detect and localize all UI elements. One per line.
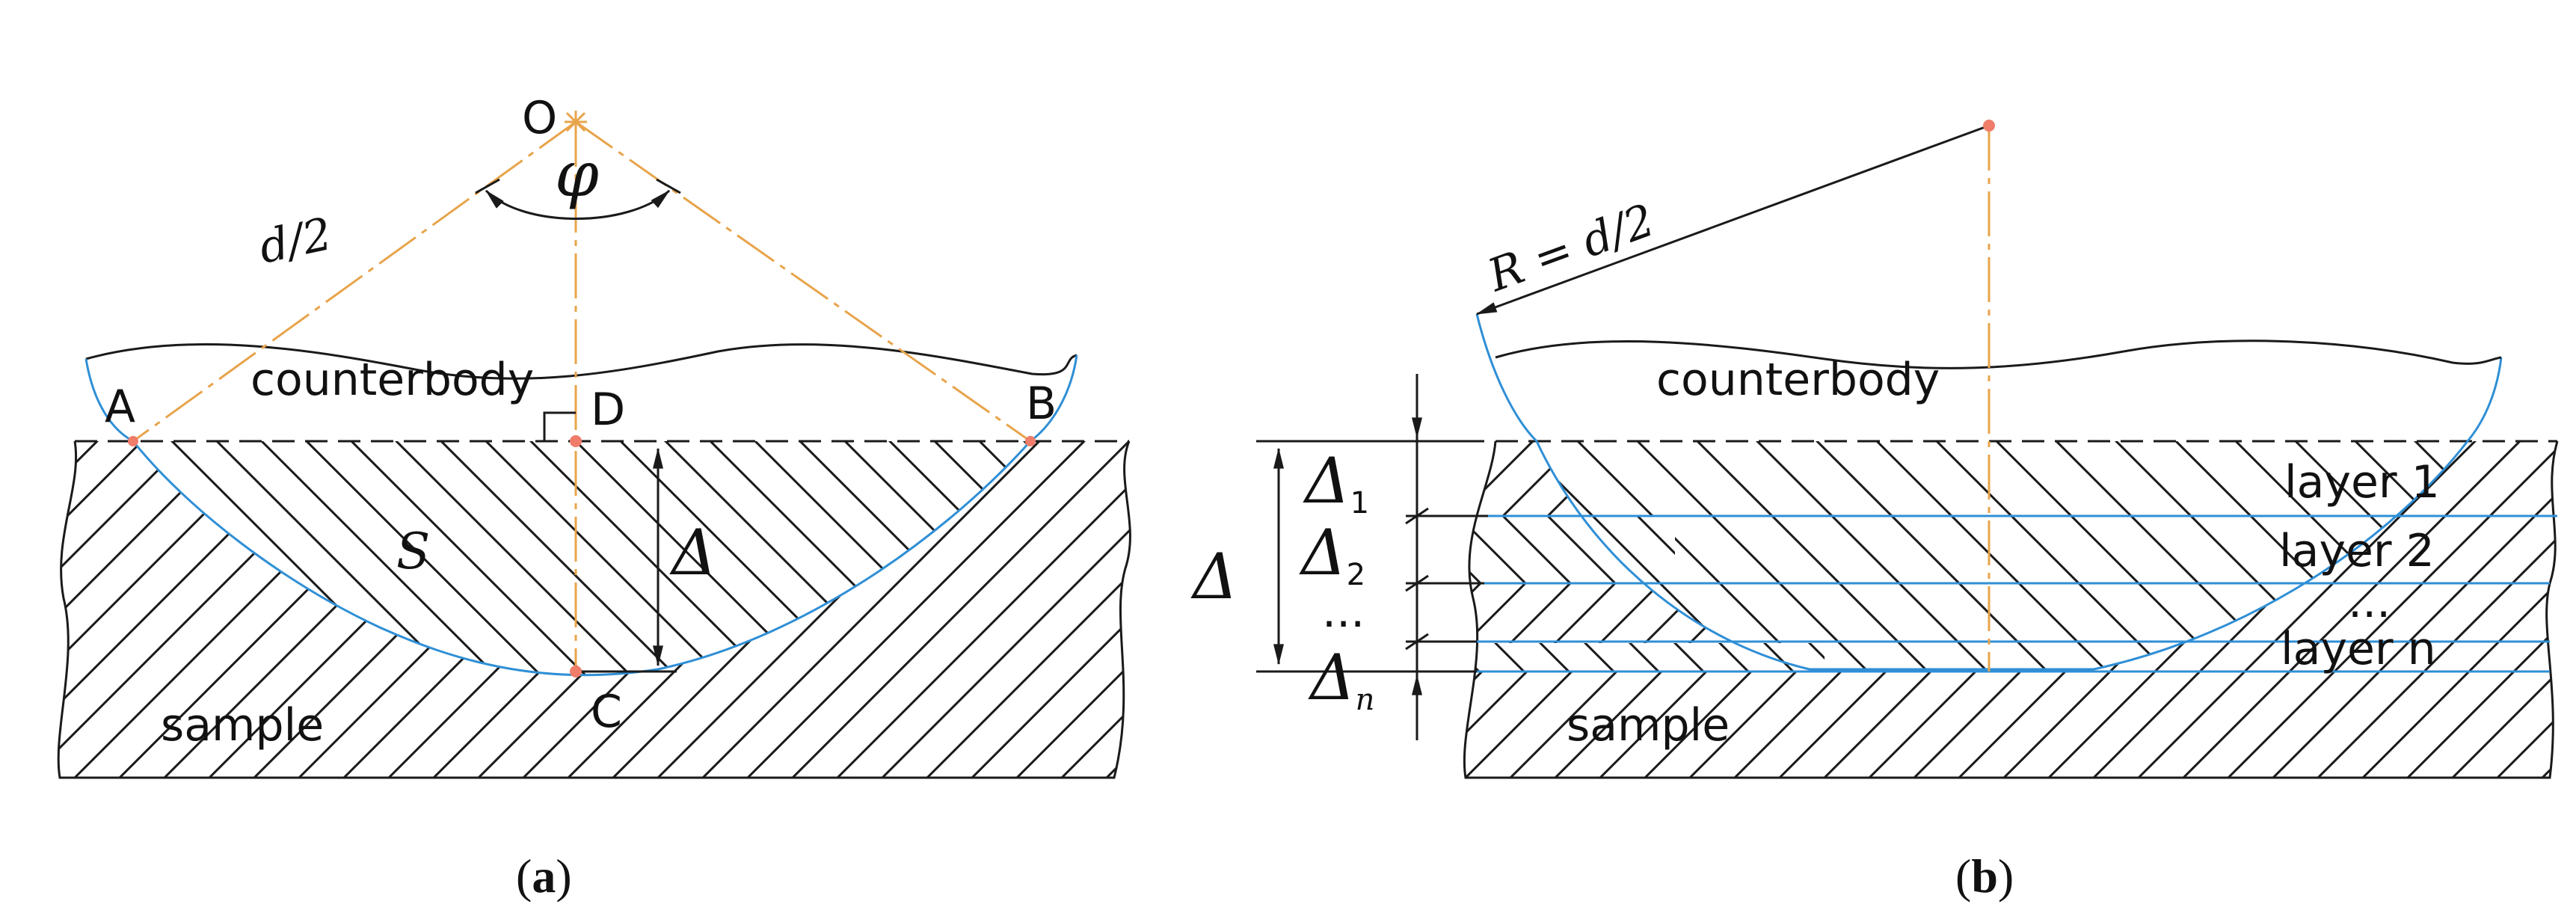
label-sample-b: sample bbox=[1567, 699, 1730, 752]
label-dots-dim: ... bbox=[1322, 586, 1365, 638]
caption-b-close: ) bbox=[1998, 849, 2014, 903]
label-s: S bbox=[396, 523, 430, 580]
worn-arc-a bbox=[132, 440, 1032, 677]
label-o: O bbox=[522, 92, 557, 144]
label-delta-1: Δ1 bbox=[1303, 444, 1369, 520]
label-phi: φ bbox=[555, 138, 599, 211]
panel-b: R = d/2 counterbody Δ Δ1 Δ2 ... Δn layer… bbox=[1190, 120, 2559, 903]
counterbody-outline-a bbox=[85, 343, 1078, 380]
panel-a: O φ d/2 counterbody A B D C S Δ sample (… bbox=[57, 92, 1131, 903]
label-delta-n: Δn bbox=[1308, 641, 1374, 717]
point-b bbox=[1025, 436, 1036, 446]
center-point-o bbox=[565, 111, 587, 133]
counterbody-edge-a bbox=[84, 358, 134, 443]
label-layer-n: layer n bbox=[2281, 623, 2436, 675]
label-half-d: d/2 bbox=[255, 208, 336, 274]
point-c bbox=[570, 666, 582, 677]
label-b: B bbox=[1026, 378, 1057, 430]
sample-outline-b bbox=[1463, 440, 2559, 779]
label-d: D bbox=[591, 384, 625, 436]
label-delta-total: Δ bbox=[1190, 540, 1238, 613]
angle-phi-arc bbox=[485, 189, 671, 220]
caption-a: (a) bbox=[516, 849, 572, 903]
worn-arc-b bbox=[1475, 313, 2503, 671]
point-a bbox=[128, 436, 138, 446]
angle-tick-left bbox=[475, 178, 500, 194]
label-delta-a: Δ bbox=[669, 516, 717, 589]
sample-outline-a bbox=[57, 440, 1131, 779]
svg-text:(a): (a) bbox=[516, 849, 572, 903]
label-counterbody-a: counterbody bbox=[250, 354, 534, 406]
label-sample-a: sample bbox=[161, 699, 324, 752]
caption-a-letter: a bbox=[532, 849, 556, 903]
label-layer-1: layer 1 bbox=[2284, 456, 2440, 508]
caption-b-letter: b bbox=[1971, 849, 1998, 903]
counterbody-edge-a2 bbox=[1030, 354, 1078, 443]
radius-line-ob bbox=[575, 120, 1031, 443]
label-c: C bbox=[591, 686, 622, 738]
counterbody-outline-b bbox=[1495, 339, 2502, 369]
point-d bbox=[570, 435, 582, 447]
label-radius: R = d/2 bbox=[1481, 194, 1661, 303]
angle-tick-right bbox=[656, 178, 681, 194]
label-layer-2: layer 2 bbox=[2279, 525, 2435, 577]
label-counterbody-b: counterbody bbox=[1656, 354, 1940, 406]
right-angle-marker-d bbox=[543, 411, 576, 441]
caption-a-close: ) bbox=[556, 849, 571, 903]
radius-line-oa bbox=[132, 120, 577, 443]
label-layer-dots: ... bbox=[2348, 576, 2391, 628]
caption-b: (b) bbox=[1955, 849, 2014, 903]
radius-line-r bbox=[1475, 124, 1990, 316]
svg-text:(b): (b) bbox=[1955, 849, 2014, 903]
center-point-b bbox=[1983, 120, 1995, 132]
label-delta-2: Δ2 bbox=[1299, 516, 1365, 592]
caption-a-open: ( bbox=[516, 849, 532, 903]
sample-hatch-b bbox=[1464, 441, 2557, 778]
label-a: A bbox=[105, 381, 135, 433]
caption-b-open: ( bbox=[1955, 849, 1971, 903]
